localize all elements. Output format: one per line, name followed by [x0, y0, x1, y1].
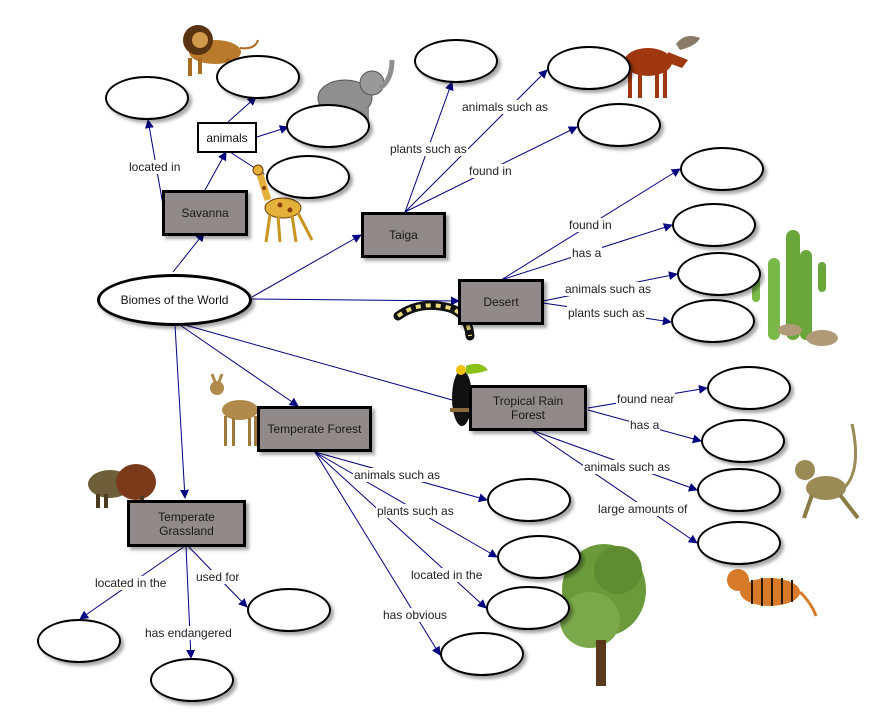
- edge-animals-2: [256, 125, 289, 138]
- blank-node-tropical-has-a[interactable]: [701, 419, 785, 463]
- lion-image: [183, 25, 259, 76]
- biome-temperate-grassland[interactable]: Temperate Grassland: [127, 500, 246, 547]
- link-label: located in: [128, 160, 182, 174]
- cactus-image: [752, 230, 838, 346]
- link-label: plants such as: [567, 306, 646, 320]
- biome-tropical-rain-forest[interactable]: Tropical Rain Forest: [469, 385, 587, 431]
- edge-root-grassland: [174, 324, 190, 499]
- blank-node-tropical-found-near[interactable]: [707, 366, 791, 410]
- blank-node-desert-has-a[interactable]: [672, 203, 756, 247]
- link-label: found near: [616, 392, 676, 406]
- edge-root-temperate-forest: [179, 324, 299, 407]
- link-label: animals such as: [461, 100, 550, 114]
- animals-box[interactable]: animals: [197, 122, 257, 153]
- blank-node-savanna-location[interactable]: [105, 76, 189, 120]
- biome-label: Desert: [483, 295, 519, 309]
- blank-node-desert-animals[interactable]: [677, 252, 761, 296]
- blank-node-desert-found-in[interactable]: [680, 147, 764, 191]
- link-label: used for: [195, 570, 241, 584]
- edge-savanna-animals: [204, 151, 227, 191]
- edge-taiga-animals: [404, 69, 548, 213]
- blank-node-tf-obvious[interactable]: [440, 632, 524, 676]
- animals-label: animals: [206, 130, 248, 145]
- blank-node-tropical-large-amounts[interactable]: [697, 521, 781, 565]
- toucan-image: [450, 363, 488, 426]
- bison-image: [88, 464, 156, 508]
- link-label: found in: [468, 164, 513, 178]
- link-label: plants such as: [389, 142, 468, 156]
- link-label: animals such as: [583, 460, 672, 474]
- edge-animals-1: [227, 96, 257, 123]
- link-label: animals such as: [353, 468, 442, 482]
- link-label: has obvious: [382, 608, 449, 622]
- link-label: located in the: [94, 576, 168, 590]
- biome-desert[interactable]: Desert: [458, 279, 544, 325]
- blank-node-taiga-plants[interactable]: [414, 39, 498, 83]
- tree-image: [560, 544, 646, 686]
- biome-label: Temperate Forest: [267, 422, 362, 436]
- blank-node-tf-plants[interactable]: [497, 535, 581, 579]
- link-label: has endangered: [144, 626, 233, 640]
- blank-node-desert-plants[interactable]: [671, 299, 755, 343]
- giraffe-image: [252, 164, 314, 243]
- blank-node-taiga-animals[interactable]: [547, 46, 631, 90]
- biome-temperate-forest[interactable]: Temperate Forest: [257, 406, 372, 452]
- edge-root-desert: [249, 296, 460, 306]
- biome-savanna[interactable]: Savanna: [162, 190, 248, 236]
- root-label: Biomes of the World: [120, 293, 229, 307]
- tiger-image: [727, 569, 818, 617]
- blank-node-savanna-animal-3[interactable]: [266, 155, 350, 199]
- monkey-image: [795, 423, 860, 520]
- blank-node-savanna-animal-1[interactable]: [216, 55, 300, 99]
- blank-node-tg-endangered[interactable]: [150, 658, 234, 702]
- edge-root-savanna: [172, 232, 205, 273]
- moose-image: [624, 36, 700, 98]
- blank-node-savanna-animal-2[interactable]: [286, 104, 370, 148]
- blank-node-tropical-animals[interactable]: [697, 468, 781, 512]
- edge-root-tropical: [177, 322, 471, 406]
- biome-label: Temperate Grassland: [158, 509, 215, 538]
- link-label: has a: [629, 418, 661, 432]
- edge-tropical-large: [530, 429, 698, 544]
- link-label: has a: [571, 246, 603, 260]
- biome-label: Tropical Rain Forest: [492, 394, 564, 422]
- link-label: animals such as: [564, 282, 653, 296]
- blank-node-tg-located[interactable]: [37, 619, 121, 663]
- edge-root-taiga: [251, 234, 362, 298]
- blank-node-tf-located[interactable]: [486, 586, 570, 630]
- deer-image: [210, 373, 258, 446]
- link-label: located in the: [410, 568, 484, 582]
- link-label: found in: [568, 218, 613, 232]
- blank-node-taiga-found-in[interactable]: [577, 103, 661, 147]
- biome-taiga[interactable]: Taiga: [361, 212, 446, 258]
- link-label: plants such as: [376, 504, 455, 518]
- biome-label: Savanna: [181, 206, 229, 220]
- biome-label: Taiga: [389, 228, 418, 242]
- link-label: large amounts of: [597, 502, 689, 516]
- blank-node-tf-animals[interactable]: [487, 478, 571, 522]
- edge-tf-located: [314, 451, 487, 609]
- blank-node-tg-used[interactable]: [247, 588, 331, 632]
- root-node[interactable]: Biomes of the World: [97, 274, 252, 326]
